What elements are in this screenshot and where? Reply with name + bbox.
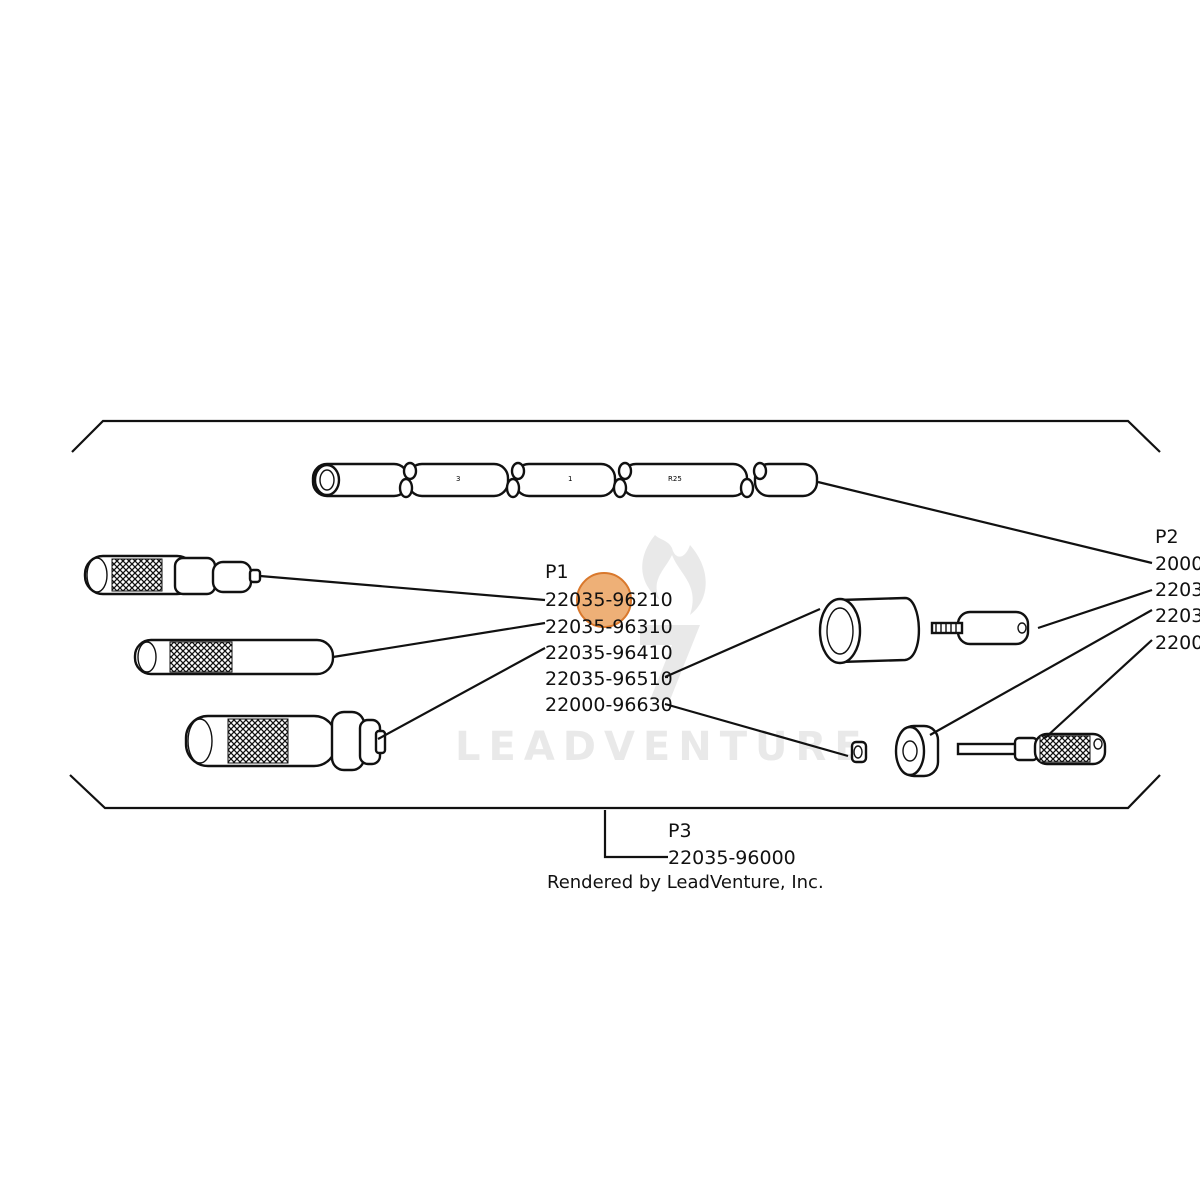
leader-lines [259, 480, 1153, 859]
tube-set: 3 1 R25 [311, 461, 819, 499]
threaded-stud [930, 610, 1030, 646]
part-number-96210[interactable]: 22035-96210 [545, 589, 673, 611]
part-number-96310[interactable]: 22035-96310 [545, 616, 673, 638]
p2-group: P2 2000 2203 2203 2200 [1155, 526, 1200, 654]
puller-wheel [894, 724, 940, 778]
p1-group: P1 22035-96210 22035-96310 22035-96410 2… [545, 561, 673, 716]
part-number-96410[interactable]: 22035-96410 [545, 642, 673, 664]
p2-heading: P2 [1155, 526, 1179, 548]
watermark: LEADVENTURE [455, 535, 870, 770]
highlight-marker[interactable] [576, 572, 632, 628]
puller-screw [956, 732, 1107, 766]
set-bracket [69, 419, 1161, 810]
credit-text: Rendered by LeadVenture, Inc. [547, 872, 824, 893]
p2-part-number-4[interactable]: 2200 [1155, 632, 1200, 654]
sleeve-cup-96510 [818, 596, 921, 665]
driver-tool-96410 [184, 710, 387, 772]
chevron-logo-icon [640, 625, 700, 700]
driver-tool-96210 [83, 554, 262, 596]
p3-group: P3 22035-96000 [668, 820, 796, 869]
p2-part-number-2[interactable]: 2203 [1155, 579, 1200, 601]
watermark-text: LEADVENTURE [455, 724, 870, 770]
nut-96630 [850, 740, 868, 764]
p2-part-number-3[interactable]: 2203 [1155, 605, 1200, 627]
part-number-96510[interactable]: 22035-96510 [545, 668, 673, 690]
part-number-96000[interactable]: 22035-96000 [668, 847, 796, 869]
p1-heading: P1 [545, 561, 569, 583]
p3-heading: P3 [668, 820, 692, 842]
p2-part-number-1[interactable]: 2000 [1155, 553, 1200, 575]
tube-marking-2: 1 [568, 475, 572, 483]
tube-marking-1: 3 [456, 475, 460, 483]
flame-logo-icon [642, 535, 706, 615]
part-number-96630[interactable]: 22000-96630 [545, 694, 673, 716]
driver-tool-96310 [133, 638, 335, 676]
tube-marking-3: R25 [668, 475, 682, 483]
